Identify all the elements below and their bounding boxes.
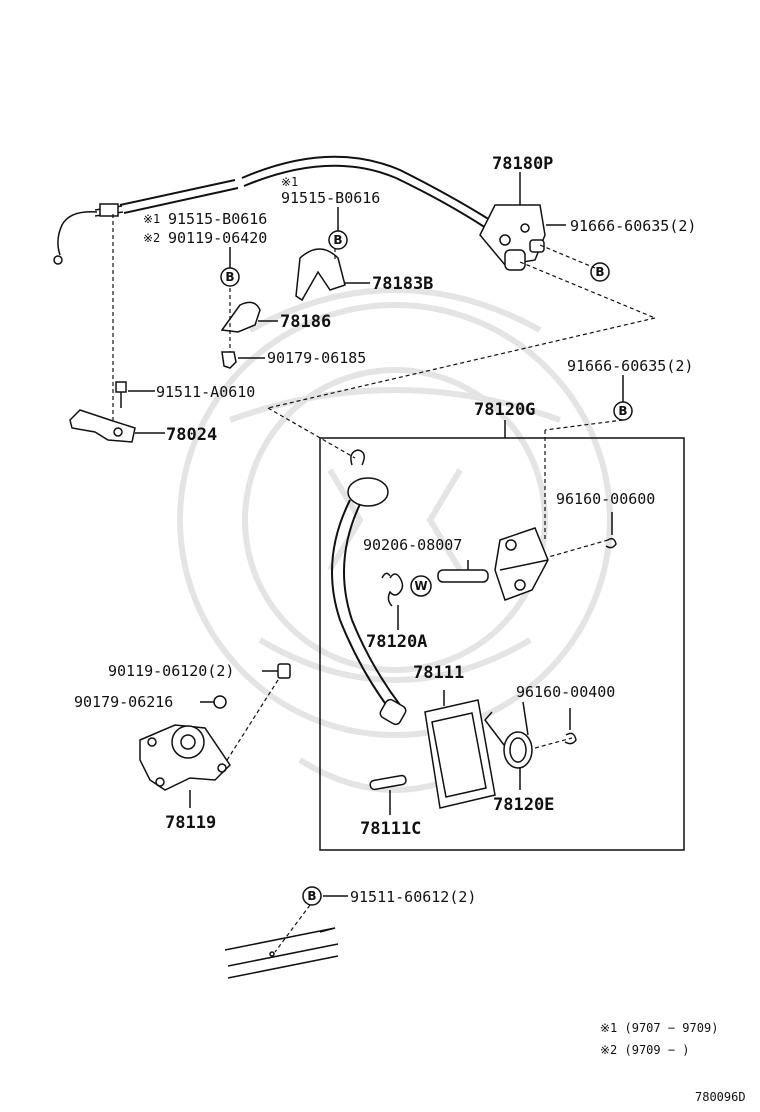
label-91511-A0610: 91511-A0610	[156, 383, 255, 401]
label-78111: 78111	[413, 663, 464, 683]
label-90179-06216: 90179-06216	[74, 693, 173, 711]
bolt-marker-b-1: B	[328, 230, 348, 250]
part-78120A-spring	[381, 572, 404, 630]
label-78120G: 78120G	[474, 400, 535, 420]
part-78183B-clamp	[295, 248, 370, 302]
bolt-marker-b-4: B	[613, 401, 633, 421]
label-78120A: 78120A	[366, 632, 427, 652]
accelerator-cable	[53, 155, 491, 265]
floor-panel	[224, 927, 339, 979]
bolt-marker-b-2: B	[220, 267, 240, 287]
part-78186-clip	[220, 301, 278, 333]
pedal-arm	[331, 449, 407, 726]
label-90119-06420: 90119-06420	[168, 229, 267, 247]
bolt-marker-b-5: B	[302, 886, 322, 906]
svg-text:B: B	[333, 233, 342, 247]
label-96160-00400: 96160-00400	[516, 683, 615, 701]
part-78119-bracket	[139, 724, 231, 808]
label-78111C: 78111C	[360, 819, 421, 839]
label-78120E: 78120E	[493, 795, 554, 815]
note-marker-1b: ※1	[143, 212, 160, 226]
label-90119-06120: 90119-06120(2)	[108, 662, 234, 680]
leader-lines	[112, 214, 656, 953]
note-marker-1: ※1	[281, 175, 298, 189]
label-78024: 78024	[166, 425, 217, 445]
washer-marker: W	[414, 579, 427, 593]
part-78024-bracket	[69, 409, 165, 443]
bolt-marker-b-3: B	[590, 262, 610, 282]
label-90206-08007: 90206-08007	[363, 536, 462, 554]
label-leaders	[229, 207, 624, 897]
pedal-support-bracket	[494, 527, 549, 601]
part-90206-08007-pin	[437, 560, 489, 583]
label-91666-60635-a: 91666-60635(2)	[570, 217, 696, 235]
part-78111-pedal-pad	[424, 690, 496, 809]
note-line-2: ※2 (9709 − )	[600, 1043, 690, 1057]
label-91515-B0616-left: 91515-B0616	[168, 210, 267, 228]
label-78186: 78186	[280, 312, 331, 332]
washer-w	[410, 575, 432, 597]
note-marker-2: ※2	[143, 231, 160, 245]
part-78180P-bracket	[479, 172, 546, 271]
label-91515-B0616-top: 91515-B0616	[281, 189, 380, 207]
part-90119-06120-bolt	[262, 663, 291, 679]
note-line-1: ※1 (9707 − 9709)	[600, 1021, 718, 1035]
label-78183B: 78183B	[372, 274, 433, 294]
label-78180P: 78180P	[492, 154, 553, 174]
svg-text:B: B	[307, 889, 316, 903]
svg-text:B: B	[595, 265, 604, 279]
label-96160-00600: 96160-00600	[556, 490, 655, 508]
watermark-logo	[177, 287, 613, 793]
part-78120E-spring	[484, 701, 533, 790]
part-90179-06185-nut	[221, 351, 265, 369]
diagram-code: 780096D	[695, 1090, 746, 1104]
part-90179-06216-nut	[200, 695, 227, 709]
assembly-78120G-box	[319, 437, 685, 851]
svg-text:B: B	[225, 270, 234, 284]
part-78111C-pin	[369, 774, 407, 815]
part-96160-00600-clip	[605, 512, 617, 549]
label-90179-06185: 90179-06185	[267, 349, 366, 367]
part-91511-A0610-bolt	[115, 381, 155, 408]
label-91666-60635-b: 91666-60635(2)	[567, 357, 693, 375]
svg-text:B: B	[618, 404, 627, 418]
part-96160-00400-clip	[564, 708, 577, 745]
label-78119: 78119	[165, 813, 216, 833]
label-91511-60612: 91511-60612(2)	[350, 888, 476, 906]
